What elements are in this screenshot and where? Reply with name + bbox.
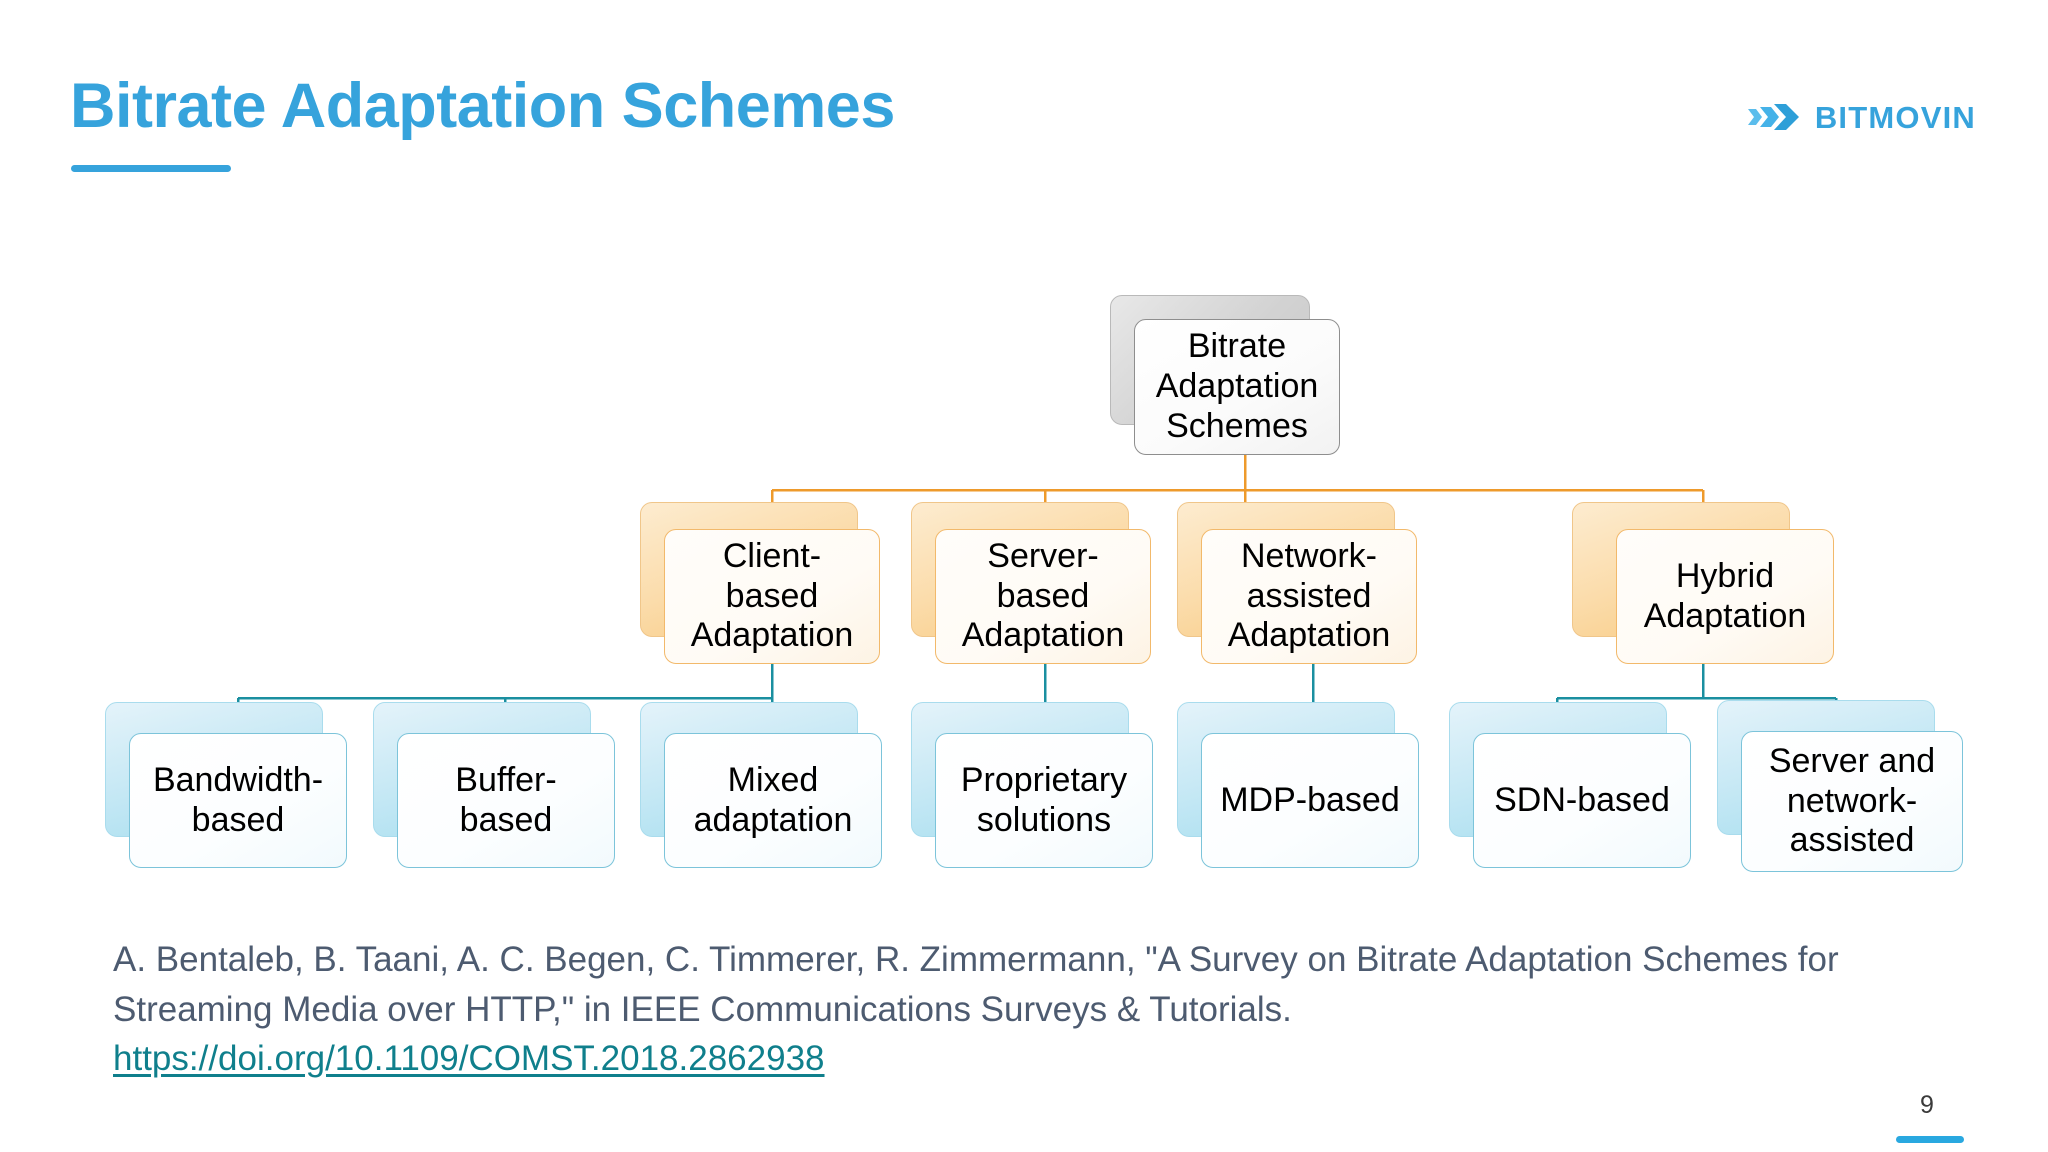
node-label-line2: based bbox=[459, 800, 553, 839]
node-label-line1: Server and bbox=[1768, 741, 1936, 780]
node-label-line1: Hybrid bbox=[1675, 556, 1775, 595]
node-label-line2: network- bbox=[1786, 781, 1918, 820]
node-label-line2: based bbox=[996, 576, 1090, 615]
node-label-line3: Schemes bbox=[1166, 406, 1308, 445]
node-card: Hybrid Adaptation bbox=[1616, 529, 1834, 664]
node-label-line1: MDP-based bbox=[1220, 780, 1400, 819]
node-mixed-adaptation[interactable]: Mixed adaptation bbox=[640, 702, 882, 868]
node-label-line1: Network- bbox=[1240, 536, 1378, 575]
node-label-line1: Bitrate bbox=[1187, 327, 1287, 366]
node-label-line2: based bbox=[725, 576, 819, 615]
node-label-line1: Mixed bbox=[727, 760, 819, 799]
node-server-based-adaptation[interactable]: Server- based Adaptation bbox=[911, 502, 1151, 664]
node-bandwidth-based[interactable]: Bandwidth- based bbox=[105, 702, 347, 868]
node-label-line1: Server- bbox=[987, 536, 1099, 575]
node-card: Buffer- based bbox=[397, 733, 615, 868]
node-label-line2: adaptation bbox=[693, 800, 853, 839]
node-mdp-based[interactable]: MDP-based bbox=[1177, 702, 1419, 868]
node-network-assisted-adaptation[interactable]: Network- assisted Adaptation bbox=[1177, 502, 1417, 664]
citation-body: A. Bentaleb, B. Taani, A. C. Begen, C. T… bbox=[113, 940, 1839, 1029]
node-label-line2: Adaptation bbox=[1643, 596, 1807, 635]
title-underline-accent bbox=[71, 165, 231, 172]
node-bitrate-adaptation-schemes[interactable]: Bitrate Adaptation Schemes bbox=[1110, 295, 1340, 455]
node-card: Server- based Adaptation bbox=[935, 529, 1151, 664]
node-label-line3: Adaptation bbox=[1227, 616, 1391, 655]
node-proprietary-solutions[interactable]: Proprietary solutions bbox=[911, 702, 1153, 868]
node-card: Client- based Adaptation bbox=[664, 529, 880, 664]
node-label-line1: SDN-based bbox=[1494, 780, 1670, 819]
citation-doi-link[interactable]: https://doi.org/10.1109/COMST.2018.28629… bbox=[113, 1039, 825, 1079]
node-label-line3: assisted bbox=[1789, 821, 1915, 860]
citation-text: A. Bentaleb, B. Taani, A. C. Begen, C. T… bbox=[113, 935, 1943, 1084]
node-card: Bandwidth- based bbox=[129, 733, 347, 868]
page-title: Bitrate Adaptation Schemes bbox=[70, 71, 895, 141]
node-card: SDN-based bbox=[1473, 733, 1691, 868]
node-label-line2: assisted bbox=[1246, 576, 1372, 615]
node-card: Proprietary solutions bbox=[935, 733, 1153, 868]
node-label-line1: Buffer- bbox=[455, 760, 557, 799]
node-label-line3: Adaptation bbox=[690, 616, 854, 655]
node-card: MDP-based bbox=[1201, 733, 1419, 868]
node-label-line3: Adaptation bbox=[961, 616, 1125, 655]
page-number: 9 bbox=[1920, 1091, 1934, 1119]
footer-accent-bar bbox=[1896, 1136, 1964, 1143]
node-buffer-based[interactable]: Buffer- based bbox=[373, 702, 615, 868]
node-client-based-adaptation[interactable]: Client- based Adaptation bbox=[640, 502, 880, 664]
node-label-line1: Proprietary bbox=[960, 760, 1128, 799]
node-card: Mixed adaptation bbox=[664, 733, 882, 868]
node-server-and-network-assisted[interactable]: Server and network- assisted bbox=[1717, 700, 1963, 872]
node-card: Bitrate Adaptation Schemes bbox=[1134, 319, 1340, 455]
node-label-line2: Adaptation bbox=[1155, 367, 1319, 406]
node-sdn-based[interactable]: SDN-based bbox=[1449, 702, 1691, 868]
node-label-line1: Client- bbox=[722, 536, 822, 575]
node-card: Server and network- assisted bbox=[1741, 731, 1963, 872]
brand-wordmark: BITMOVIN bbox=[1814, 99, 1976, 135]
node-label-line1: Bandwidth- bbox=[152, 760, 324, 799]
node-hybrid-adaptation[interactable]: Hybrid Adaptation bbox=[1572, 502, 1834, 664]
bitmovin-logo: BITMOVIN bbox=[1746, 101, 1976, 133]
node-card: Network- assisted Adaptation bbox=[1201, 529, 1417, 664]
node-label-line2: based bbox=[191, 800, 285, 839]
node-label-line2: solutions bbox=[976, 800, 1112, 839]
double-chevron-right-icon bbox=[1746, 101, 1802, 133]
